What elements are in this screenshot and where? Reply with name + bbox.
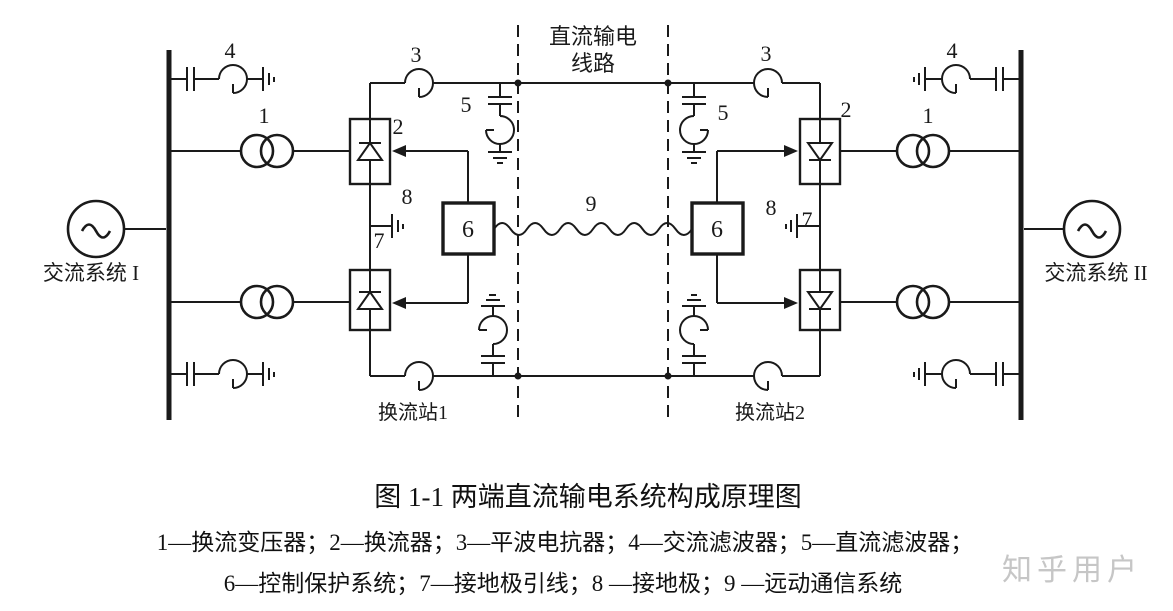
legend-line-1: 1—换流变压器；2—换流器；3—平波电抗器；4—交流滤波器；5—直流滤波器；	[157, 530, 974, 555]
label-1-left: 1	[259, 103, 270, 128]
reactor-icon	[485, 115, 515, 145]
label-3-left: 3	[411, 42, 422, 67]
station-1-label: 换流站1	[378, 401, 448, 424]
ground-icon	[481, 294, 505, 316]
arrow-left-icon	[392, 297, 406, 309]
ground-electrode-left-icon	[370, 214, 404, 238]
arrow-left-icon	[392, 145, 406, 157]
dc-filter-bottom-right-icon	[679, 294, 709, 376]
control-lead-top-right	[716, 145, 798, 203]
control-lead-top-left	[392, 145, 469, 203]
label-5-left: 5	[461, 92, 472, 117]
thyristor-up-icon	[356, 141, 384, 161]
ground-icon	[488, 144, 512, 164]
control-lead-bottom-right	[716, 254, 798, 309]
capacitor-icon	[995, 67, 1004, 91]
converter-transformer-bottom-right-icon	[840, 284, 1021, 320]
ground-termination-icon	[913, 362, 926, 386]
junction-dot	[514, 372, 522, 380]
dc-line-top	[369, 82, 821, 119]
figure-caption-title: 图 1-1 两端直流输电系统构成原理图	[374, 482, 802, 512]
dc-filter-top-left-icon	[485, 83, 515, 164]
ac-filter-top-right-icon	[913, 64, 1021, 94]
label-9: 9	[586, 191, 597, 216]
reactor-icon	[679, 315, 709, 345]
capacitor-icon	[995, 362, 1004, 386]
junction-dot	[514, 79, 522, 87]
ac-filter-bottom-left-icon	[169, 359, 275, 389]
ground-termination-icon	[262, 67, 275, 91]
reactor-icon	[218, 359, 248, 389]
thyristor-down-icon	[806, 291, 834, 311]
arrow-right-icon	[784, 145, 798, 157]
reactor-icon	[941, 64, 971, 94]
ac-system-1-label: 交流系统 I	[43, 261, 139, 285]
thyristor-up-icon	[356, 290, 384, 310]
control-lead-bottom-left	[392, 254, 469, 309]
reactor-icon	[218, 64, 248, 94]
reactor-icon	[679, 115, 709, 145]
dc-line-bottom	[369, 330, 821, 377]
ground-termination-icon	[913, 67, 926, 91]
label-7-left: 7	[374, 228, 385, 253]
thyristor-down-icon	[806, 142, 834, 162]
label-6-left: 6	[462, 217, 474, 243]
label-5-right: 5	[718, 100, 729, 125]
ground-icon	[682, 144, 706, 164]
dc-filter-bottom-left-icon	[478, 294, 508, 376]
converter-transformer-bottom-left-icon	[169, 284, 350, 320]
arrow-right-icon	[784, 297, 798, 309]
smoothing-reactor-top-right-icon	[753, 68, 783, 98]
tilde-icon	[1076, 223, 1108, 239]
ground-electrode-right-icon	[785, 214, 820, 238]
label-7-right: 7	[802, 207, 813, 232]
label-8-right: 8	[766, 195, 777, 220]
ac-filter-top-left-icon	[169, 64, 275, 94]
junction-dot	[664, 372, 672, 380]
ac-generator-right-icon	[1024, 199, 1122, 259]
label-2-left: 2	[393, 114, 404, 139]
junction-dot	[664, 79, 672, 87]
station-2-label: 换流站2	[735, 401, 805, 424]
label-1-right: 1	[923, 103, 934, 128]
ground-termination-icon	[262, 362, 275, 386]
label-4-left: 4	[225, 38, 236, 63]
telecom-wavy-line	[493, 222, 693, 236]
dc-line-label-line1: 直流输电	[549, 24, 637, 49]
reactor-icon	[478, 315, 508, 345]
capacitor-icon	[186, 67, 195, 91]
tilde-icon	[80, 223, 112, 239]
converter-rectifier-top-left-icon	[348, 117, 392, 186]
dc-line-label-line2: 线路	[571, 51, 615, 76]
reactor-icon	[941, 359, 971, 389]
ac-generator-left-icon	[66, 199, 166, 259]
ac-filter-bottom-right-icon	[913, 359, 1021, 389]
label-6-right: 6	[711, 217, 723, 243]
converter-inverter-top-right-icon	[798, 117, 842, 186]
watermark-text: 知乎用户	[1002, 554, 1142, 587]
label-4-right: 4	[947, 38, 958, 63]
converter-rectifier-bottom-left-icon	[348, 268, 392, 332]
converter-inverter-bottom-right-icon	[798, 268, 842, 332]
capacitor-icon	[186, 362, 195, 386]
label-3-right: 3	[761, 41, 772, 66]
label-8-left: 8	[402, 184, 413, 209]
converter-transformer-top-right-icon	[840, 133, 1021, 169]
ac-system-2-label: 交流系统 II	[1044, 261, 1147, 285]
legend-line-2: 6—控制保护系统；7—接地极引线；8 —接地极；9 —远动通信系统	[224, 571, 903, 596]
dc-filter-top-right-icon	[679, 83, 709, 164]
smoothing-reactor-bottom-left-icon	[404, 361, 434, 391]
ground-icon	[682, 294, 706, 316]
label-2-right: 2	[841, 97, 852, 122]
converter-transformer-top-left-icon	[169, 133, 350, 169]
smoothing-reactor-top-left-icon	[404, 68, 434, 98]
smoothing-reactor-bottom-right-icon	[753, 361, 783, 391]
